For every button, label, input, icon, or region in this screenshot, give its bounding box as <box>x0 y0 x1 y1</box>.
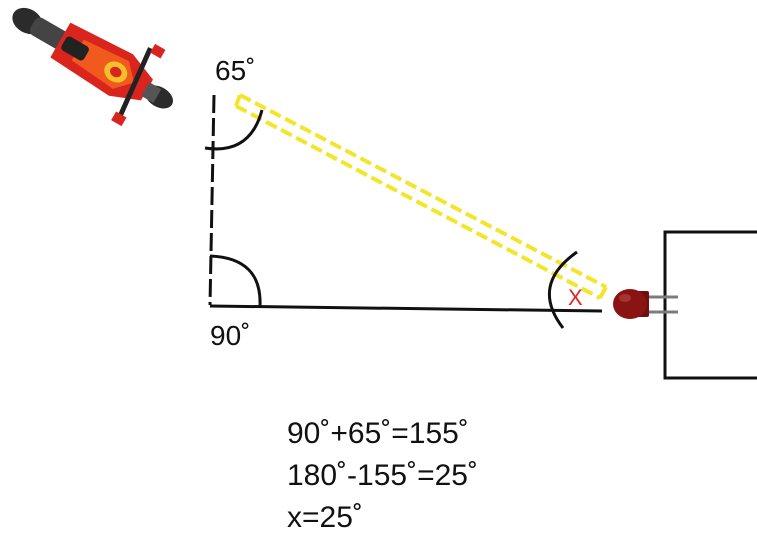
led-sensor-icon <box>613 289 678 319</box>
angle-label-65: 65˚ <box>215 55 256 86</box>
light-beam <box>234 93 608 300</box>
calculation-line: 90˚+65˚=155˚ <box>287 417 469 450</box>
motorcycle-icon <box>12 7 174 127</box>
angle-label-x: X <box>568 285 583 310</box>
angle-label-90: 90˚ <box>210 320 251 351</box>
angle-arc-x <box>548 250 578 329</box>
calculation-line: x=25˚ <box>287 501 363 534</box>
angle-arc-90 <box>209 254 262 307</box>
calculation-line: 180˚-155˚=25˚ <box>287 459 478 492</box>
vertical-dashed-line <box>208 94 216 306</box>
sensor-box <box>663 230 757 380</box>
horizontal-line <box>209 304 603 313</box>
angle-arc-65 <box>204 109 264 151</box>
calculation-block: 90˚+65˚=155˚ 180˚-155˚=25˚ x=25˚ <box>287 413 478 539</box>
